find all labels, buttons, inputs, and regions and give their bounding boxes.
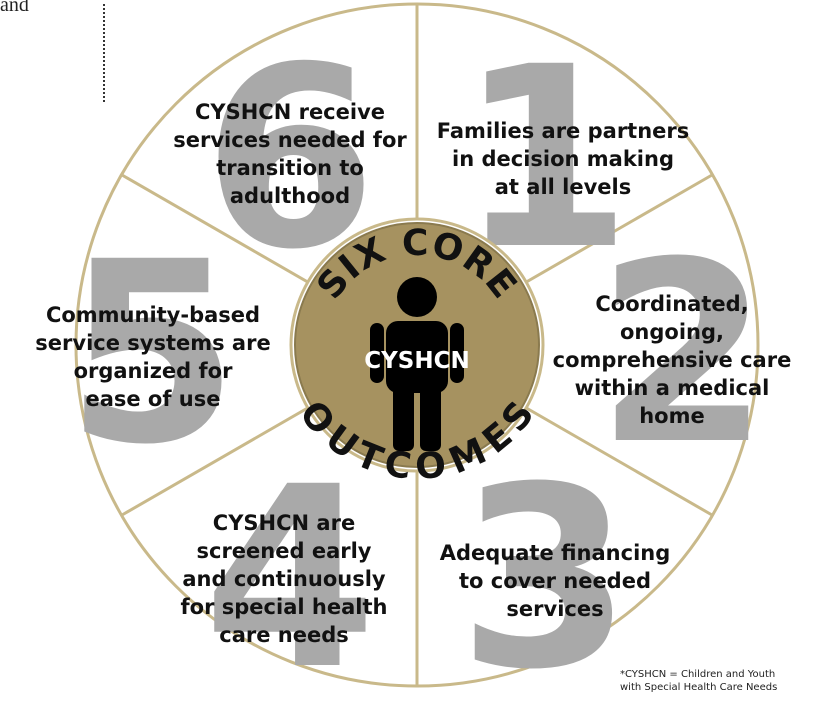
- outcome-1-line: Families are partners: [437, 119, 690, 143]
- outcome-4-line: screened early: [197, 539, 372, 563]
- outcome-4-line: CYSHCN are: [213, 511, 355, 535]
- outcome-5-line: service systems are: [35, 331, 270, 355]
- outcome-2-line: ongoing,: [620, 320, 724, 344]
- segment-number-5: 5: [65, 208, 239, 499]
- outcome-3-line: services: [506, 597, 603, 621]
- outcome-4-line: for special health: [181, 595, 388, 619]
- outcome-5: Community-based service systems are orga…: [35, 303, 270, 411]
- outcome-6-line: services needed for: [173, 128, 407, 152]
- outcome-4: CYSHCN are screened early and continuous…: [181, 511, 388, 647]
- center-cyshcn-label: CYSHCN: [364, 348, 469, 374]
- outcome-4-line: and continuously: [182, 567, 386, 591]
- outcome-1: Families are partners in decision making…: [437, 119, 690, 199]
- segment-number-2: 2: [596, 208, 770, 499]
- outcome-1-line: at all levels: [495, 175, 631, 199]
- outcome-2-line: comprehensive care: [553, 348, 792, 372]
- outcome-2-line: Coordinated,: [595, 292, 748, 316]
- outcome-3-line: Adequate financing: [440, 541, 671, 565]
- person-icon: [370, 277, 464, 451]
- outcome-5-line: ease of use: [85, 387, 220, 411]
- footnote-line: with Special Health Care Needs: [620, 682, 778, 693]
- outcome-6-line: transition to: [216, 156, 364, 180]
- outcome-5-line: Community-based: [46, 303, 260, 327]
- outcome-5-line: organized for: [74, 359, 234, 383]
- footnote: *CYSHCN = Children and Youth with Specia…: [620, 668, 777, 694]
- outcome-2: Coordinated, ongoing, comprehensive care…: [553, 292, 792, 428]
- segment-number-4: 4: [203, 433, 377, 706]
- dotted-divider: [103, 4, 105, 102]
- outcome-4-line: care needs: [219, 623, 349, 647]
- outcome-3: Adequate financing to cover needed servi…: [440, 541, 671, 621]
- outcome-6: CYSHCN receive services needed for trans…: [173, 100, 407, 208]
- outcome-6-line: adulthood: [230, 184, 350, 208]
- footnote-line: *CYSHCN = Children and Youth: [620, 669, 776, 680]
- outcome-3-line: to cover needed: [459, 569, 651, 593]
- outcome-2-line: home: [639, 404, 705, 428]
- center-hub: SIX CORE OUTCOMES CYSHCN: [289, 217, 545, 488]
- corner-text: and: [0, 0, 29, 16]
- outcome-6-line: CYSHCN receive: [195, 100, 385, 124]
- segment-number-3: 3: [458, 433, 632, 706]
- outcome-1-line: in decision making: [452, 147, 674, 171]
- outcome-2-line: within a medical: [575, 376, 770, 400]
